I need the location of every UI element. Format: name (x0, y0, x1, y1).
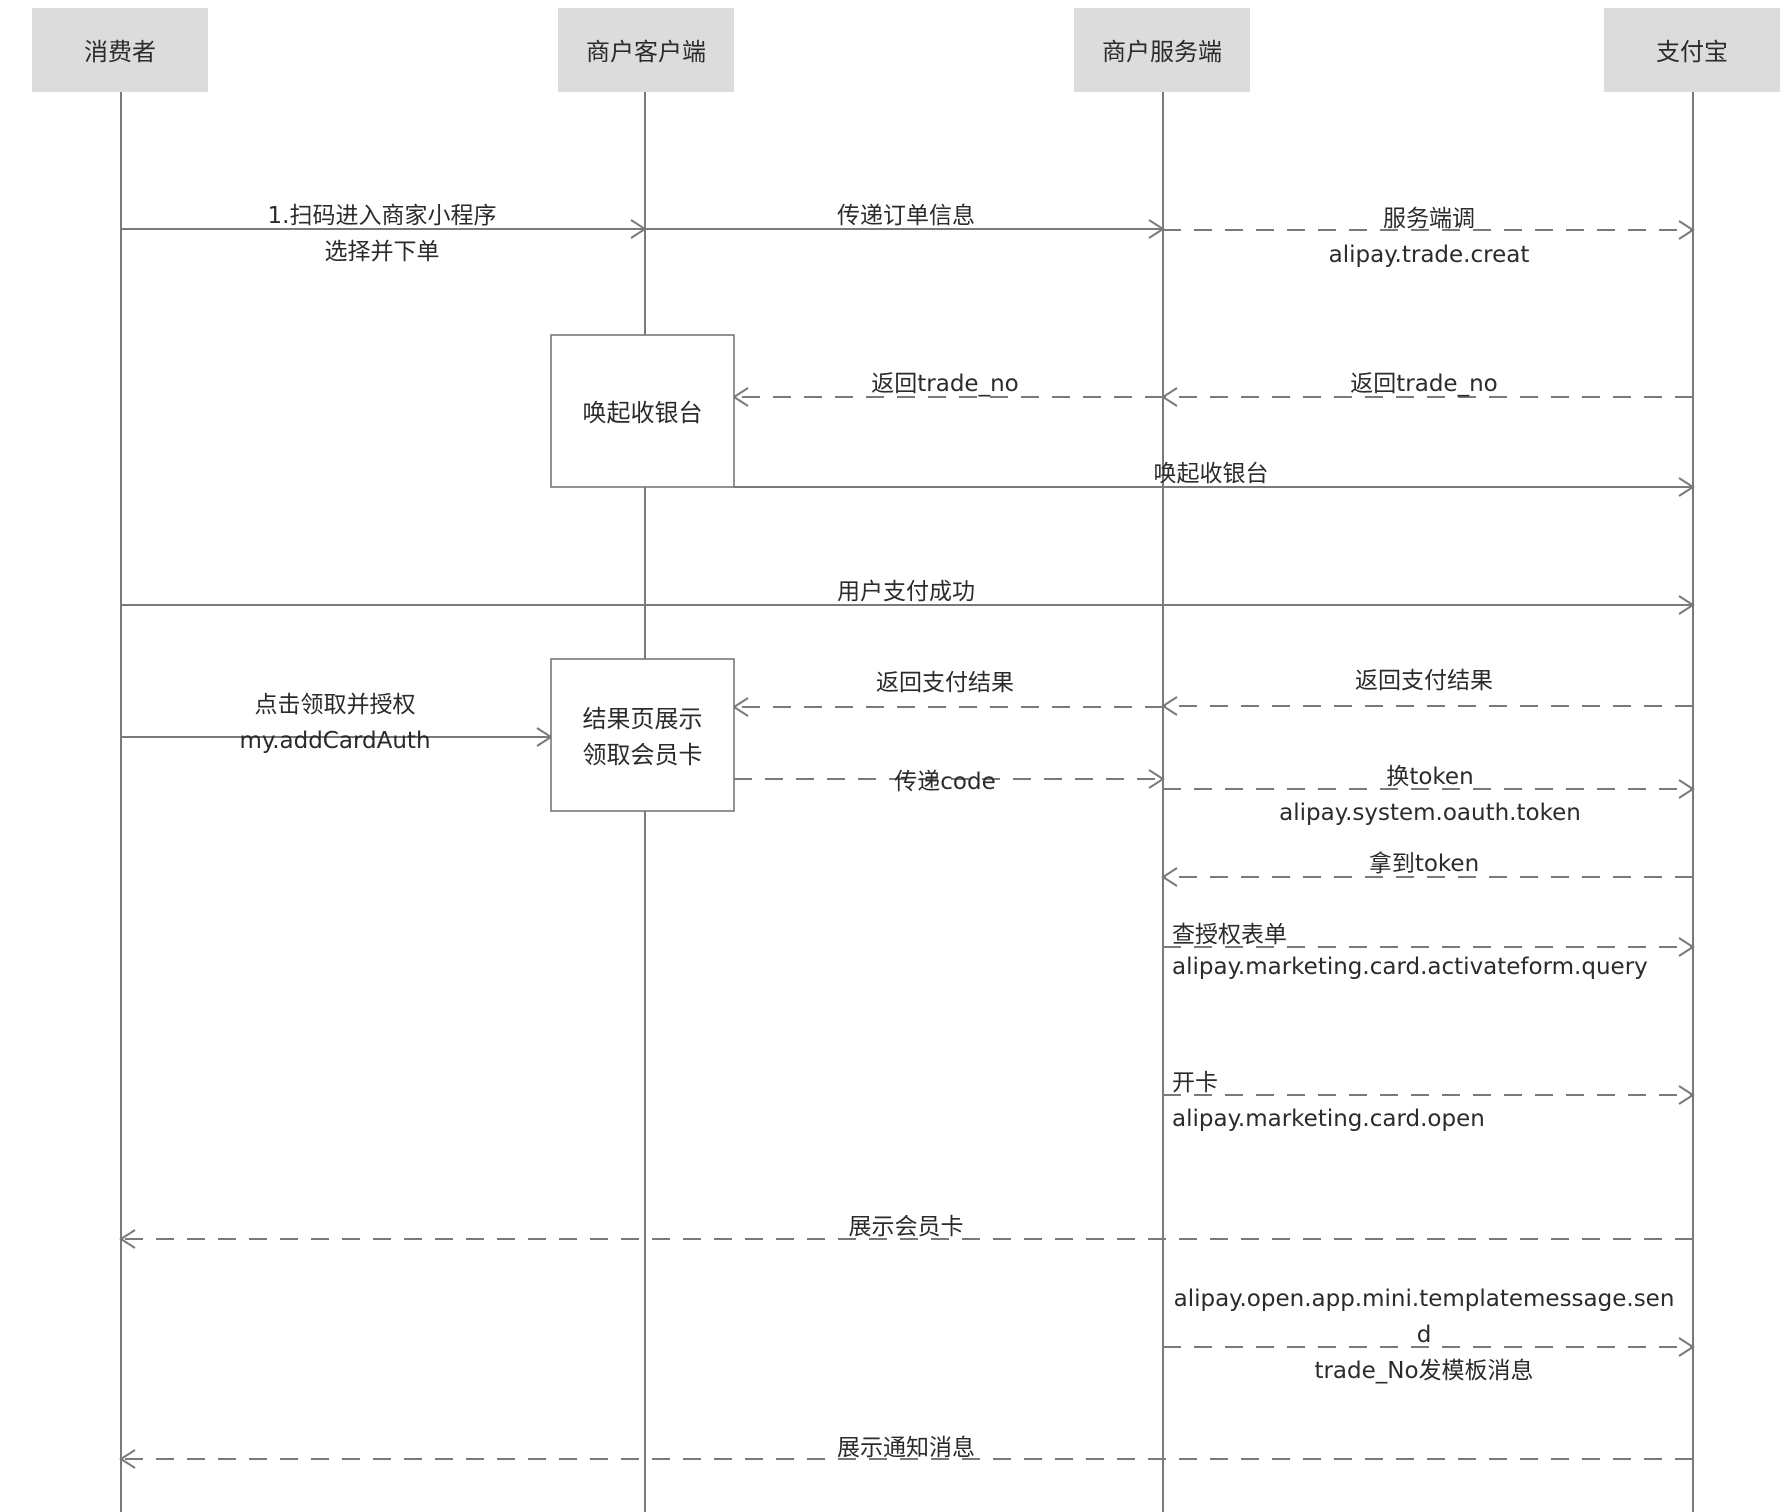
arrowhead-icon (1148, 769, 1165, 789)
message-label: 展示通知消息 (837, 1435, 975, 1461)
activation-box-label: 结果页展示 (583, 705, 703, 733)
message-pass-order: 传递订单信息 (645, 203, 1165, 239)
message-label: alipay.open.app.mini.templatemessage.sen (1174, 1286, 1675, 1312)
message-label: 选择并下单 (325, 239, 440, 265)
activation-box-label: 唤起收银台 (583, 399, 703, 427)
message-return-pay-result-alipay: 返回支付结果 (1161, 668, 1693, 716)
message-show-card: 展示会员卡 (119, 1214, 1693, 1249)
message-label: 返回支付结果 (1355, 668, 1493, 694)
activation-box (550, 334, 735, 488)
message-label: 返回支付结果 (876, 670, 1014, 696)
message-query-form: 查授权表单 alipay.marketing.card.activateform.… (1163, 922, 1695, 980)
arrowhead-icon (119, 1449, 136, 1469)
message-return-pay-result-server: 返回支付结果 (732, 670, 1163, 717)
message-label: 开卡 (1172, 1070, 1218, 1096)
participant-label: 商户客户端 (586, 38, 706, 66)
message-pay-success: 用户支付成功 (121, 579, 1695, 615)
participant-box (32, 8, 208, 92)
message-label: 换token (1386, 764, 1473, 790)
message-label: 返回trade_no (1350, 371, 1497, 397)
arrowhead-icon (1161, 867, 1178, 887)
participant-box (1074, 8, 1250, 92)
message-trade-create: 服务端调 alipay.trade.creat (1163, 206, 1695, 268)
participant-box (1604, 8, 1780, 92)
activation-box-label: 领取会员卡 (583, 741, 703, 769)
participant-server: 商户服务端 (1074, 8, 1250, 92)
activation-box (550, 658, 735, 812)
message-label: 查授权表单 (1172, 922, 1287, 948)
message-label: 服务端调 (1383, 206, 1475, 232)
message-label: 传递订单信息 (837, 203, 975, 229)
message-label: 点击领取并授权 (255, 692, 416, 718)
cashier-box: 唤起收银台 (550, 334, 735, 488)
arrowhead-icon (1678, 1337, 1695, 1357)
message-label: d (1417, 1322, 1432, 1348)
message-label: alipay.marketing.card.open (1172, 1106, 1485, 1132)
message-return-trade-no-alipay: 返回trade_no (1161, 371, 1693, 407)
participant-label: 消费者 (84, 38, 156, 66)
arrowhead-icon (1678, 1085, 1695, 1105)
message-invoke-cashier: 唤起收银台 (734, 461, 1695, 497)
message-label: alipay.marketing.card.activateform.query (1172, 954, 1648, 980)
participant-consumer: 消费者 (32, 8, 208, 92)
arrowhead-icon (1678, 595, 1695, 615)
arrowhead-icon (1678, 477, 1695, 497)
arrowhead-icon (1678, 779, 1695, 799)
message-label: 拿到token (1369, 850, 1479, 877)
arrowhead-icon (119, 1229, 136, 1249)
message-label: 用户支付成功 (837, 579, 975, 605)
message-pass-code: 传递code (734, 769, 1165, 795)
message-open-card: 开卡 alipay.marketing.card.open (1163, 1070, 1695, 1132)
participant-client: 商户客户端 (558, 8, 734, 92)
message-add-card-auth: 点击领取并授权 my.addCardAuth (121, 692, 553, 754)
message-show-notice: 展示通知消息 (119, 1435, 1693, 1469)
message-label: 唤起收银台 (1154, 461, 1269, 487)
message-template-message: alipay.open.app.mini.templatemessage.sen… (1163, 1286, 1695, 1384)
participant-label: 商户服务端 (1102, 38, 1222, 66)
message-label: my.addCardAuth (239, 728, 430, 754)
message-label: 传递code (894, 769, 995, 795)
message-label: alipay.system.oauth.token (1279, 800, 1581, 826)
message-label: trade_No发模板消息 (1314, 1358, 1533, 1384)
message-exchange-token: 换token alipay.system.oauth.token (1163, 764, 1695, 826)
participant-box (558, 8, 734, 92)
participant-alipay: 支付宝 (1604, 8, 1780, 92)
arrowhead-icon (1678, 937, 1695, 957)
message-get-token: 拿到token (1161, 850, 1693, 887)
message-label: 展示会员卡 (849, 1214, 964, 1240)
participant-label: 支付宝 (1656, 38, 1728, 66)
message-label: 1.扫码进入商家小程序 (268, 203, 497, 229)
message-return-trade-no-server: 返回trade_no (732, 371, 1163, 407)
message-label: alipay.trade.creat (1329, 242, 1530, 268)
message-label: 返回trade_no (871, 371, 1018, 397)
arrowhead-icon (1678, 220, 1695, 240)
